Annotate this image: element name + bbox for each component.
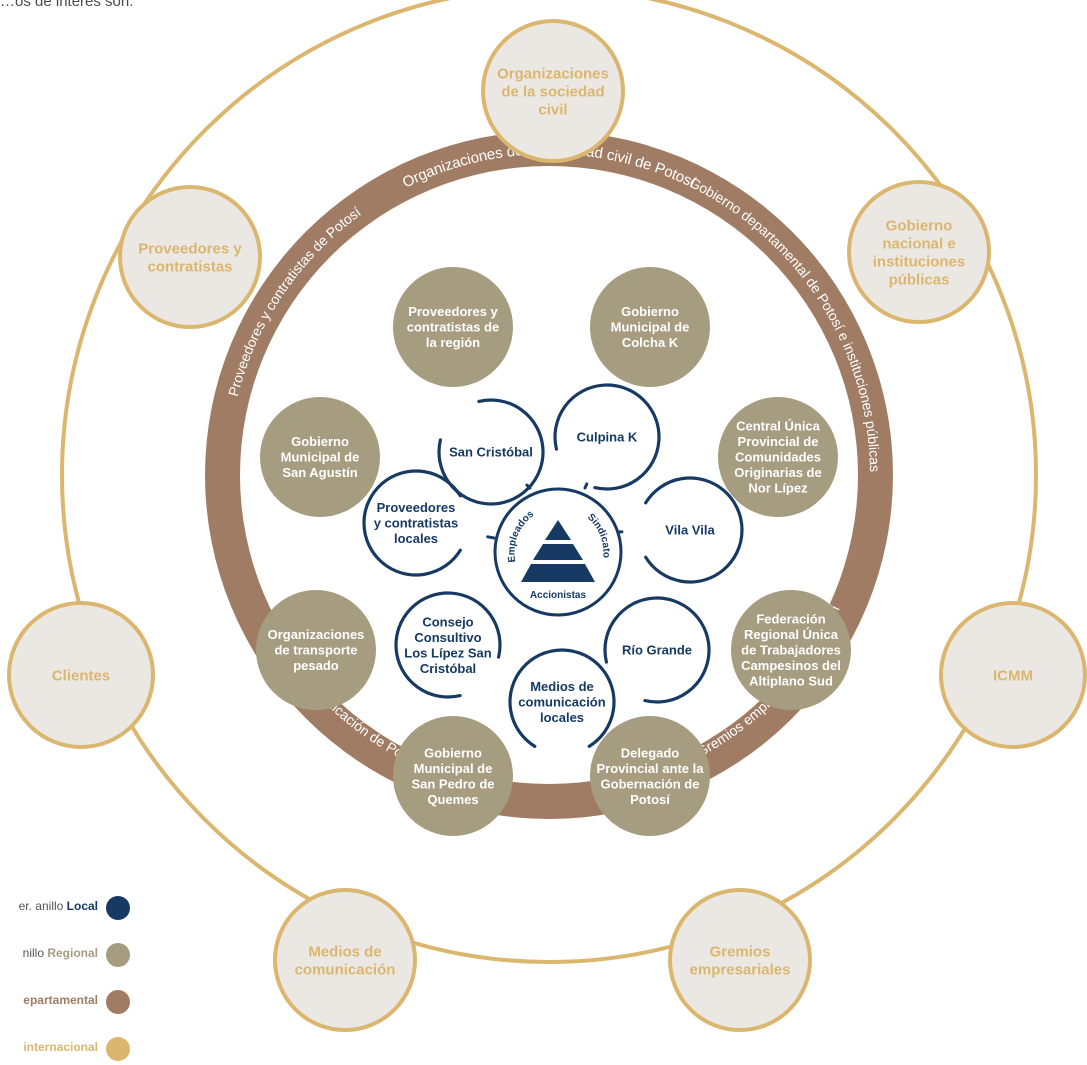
- regional-node-circle: [731, 590, 851, 710]
- legend-local-label: er. anillo Local: [18, 899, 98, 913]
- regional-node-circle: [590, 716, 710, 836]
- pyramid-middle-icon: [533, 544, 583, 560]
- outer-node-clientes: Clientes: [7, 601, 155, 749]
- local-node-arc: [394, 591, 502, 699]
- outer-node-circle: [481, 19, 625, 163]
- outer-node-circle: [273, 888, 417, 1032]
- outer-node-circle: [668, 888, 812, 1032]
- outer-node-circle: [118, 185, 262, 329]
- legend-departamental: epartamental: [0, 989, 130, 1015]
- intro-text: …os de interés son:: [0, 0, 134, 10]
- legend-departamental-dot: [106, 990, 130, 1014]
- local-node-vila-vila: Vila Vila: [644, 476, 744, 584]
- local-node-rio-grande: Río Grande: [603, 596, 711, 704]
- legend-regional-label: nillo Regional: [22, 946, 98, 960]
- legend-local: er. anillo Local: [0, 895, 130, 921]
- legend-internacional-label: internacional: [23, 1040, 98, 1054]
- regional-node-circle: [590, 267, 710, 387]
- pyramid-bottom-icon: [521, 564, 595, 582]
- outer-node-circle: [7, 601, 155, 749]
- outer-ring-line: [60, 0, 1038, 964]
- legend-internacional: internacional: [0, 1036, 130, 1062]
- regional-node-circle: [718, 397, 838, 517]
- local-node-label: San Cristóbal: [449, 445, 533, 460]
- local-connector: [486, 535, 496, 540]
- local-node-arc: [553, 383, 661, 491]
- local-node-label: Río Grande: [622, 643, 692, 658]
- legend-regional: nillo Regional: [0, 942, 130, 968]
- local-node-arc: [644, 476, 744, 584]
- local-node-arc: [603, 596, 711, 704]
- outer-node-icmm: ICMM: [939, 601, 1087, 749]
- local-node-culpina-k: Culpina K: [553, 383, 661, 491]
- outer-node-label: ICMM: [993, 667, 1033, 684]
- center-bottom-label: Accionistas: [530, 590, 587, 601]
- legend-departamental-label: epartamental: [23, 993, 98, 1007]
- regional-node-circle: [393, 267, 513, 387]
- local-node-arc: [362, 469, 462, 577]
- regional-node-circle: [260, 397, 380, 517]
- regional-node-circle: [256, 590, 376, 710]
- outer-node-label: Clientes: [52, 667, 110, 684]
- local-connector: [583, 482, 589, 490]
- legend-internacional-dot: [106, 1037, 130, 1061]
- legend-local-dot: [106, 896, 130, 920]
- pyramid-top-icon: [545, 520, 571, 540]
- local-node-arc: [508, 648, 616, 748]
- outer-node-circle: [847, 180, 991, 324]
- regional-node-circle: [393, 716, 513, 836]
- local-node-label: Vila Vila: [665, 523, 715, 538]
- legend-regional-dot: [106, 943, 130, 967]
- local-node-label: Culpina K: [577, 430, 638, 445]
- outer-node-circle: [939, 601, 1087, 749]
